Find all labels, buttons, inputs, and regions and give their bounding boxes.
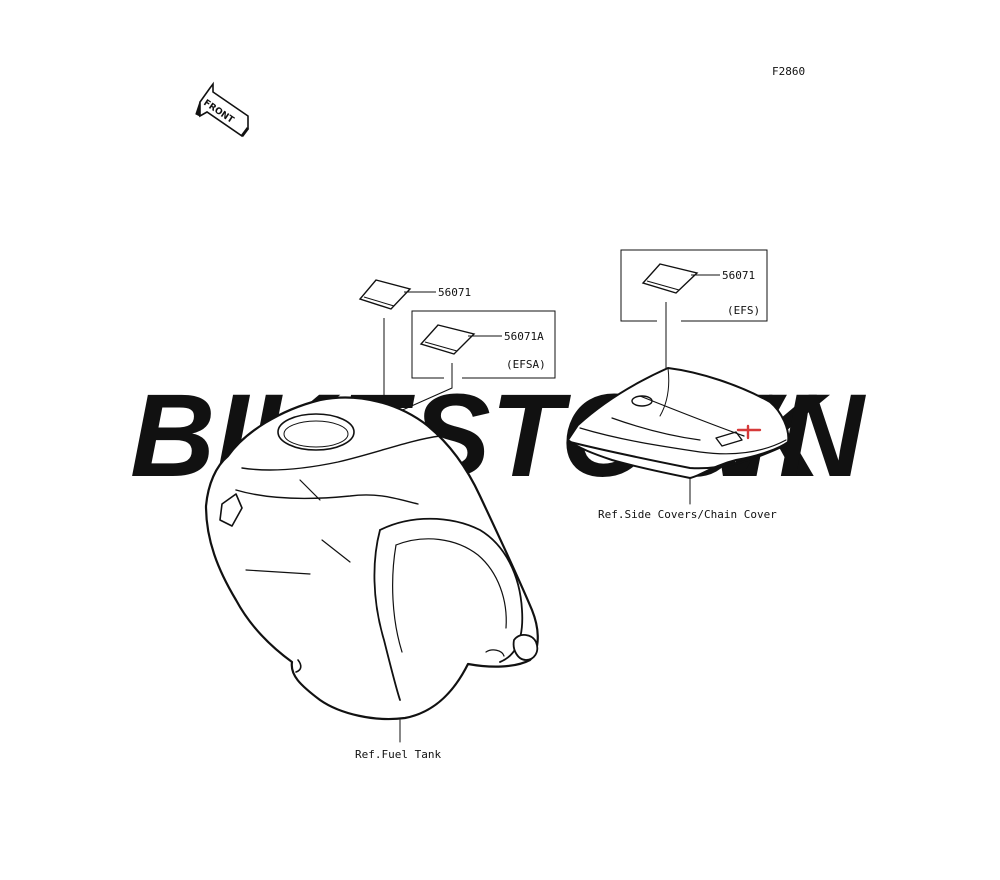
variant-efsa: (EFSA) [506,358,546,371]
fuel-tank [204,396,539,743]
part-number-left-option: 56071A [504,330,544,343]
ref-fuel-tank: Ref.Fuel Tank [355,748,441,761]
figure-code: F2860 [772,65,805,78]
front-arrow-icon: FRONT [195,81,250,138]
variant-efs: (EFS) [727,304,760,317]
label-56071-left: 56071 [358,279,471,458]
ref-side-covers: Ref.Side Covers/Chain Cover [598,508,777,521]
part-number-left: 56071 [438,286,471,299]
part-number-right: 56071 [722,269,755,282]
side-cover [567,367,790,505]
